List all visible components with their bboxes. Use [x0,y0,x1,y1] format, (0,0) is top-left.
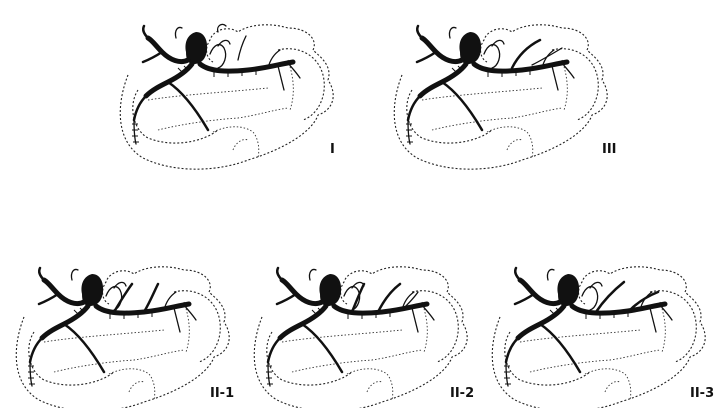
panel-label: II-1 [210,386,234,401]
panel-label: I [330,142,335,157]
panel-3: III [394,25,616,169]
panel-label: II-3 [690,386,714,401]
panel-2-1: II-1 [16,267,234,408]
panel-label: II-2 [450,386,474,401]
panel-1: I [120,24,335,169]
panel-2-3: II-3 [492,267,714,408]
panel-2-2: II-2 [254,267,474,408]
panel-label: III [602,142,617,157]
